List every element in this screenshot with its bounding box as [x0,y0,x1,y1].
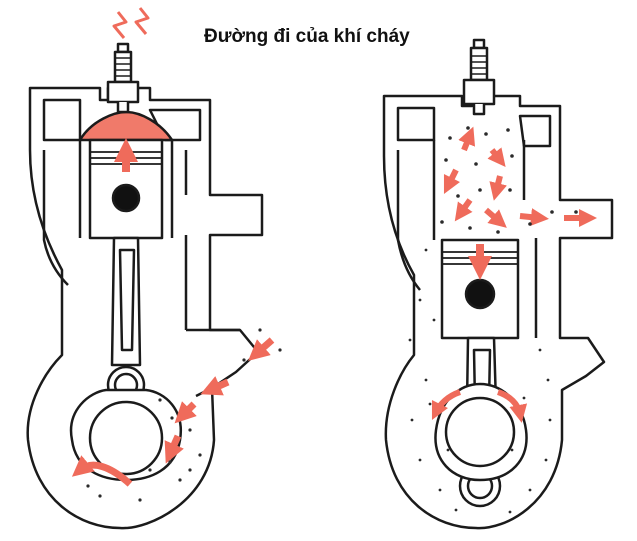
cylinder-wall [432,140,526,240]
left-engine [26,7,282,530]
cylinder-wall [78,140,174,238]
right-engine [382,38,614,530]
spark-plug-icon [106,42,140,114]
connecting-rod [106,236,146,405]
flow-arrows [431,126,597,423]
diagram-title: Đường đi của khí cháy [204,26,410,47]
fuel-mixture-dots [86,328,282,502]
spark-plug-icon [462,38,496,116]
flow-arrows [71,337,275,487]
gas-particles [408,126,578,514]
spark-icon [112,7,150,39]
